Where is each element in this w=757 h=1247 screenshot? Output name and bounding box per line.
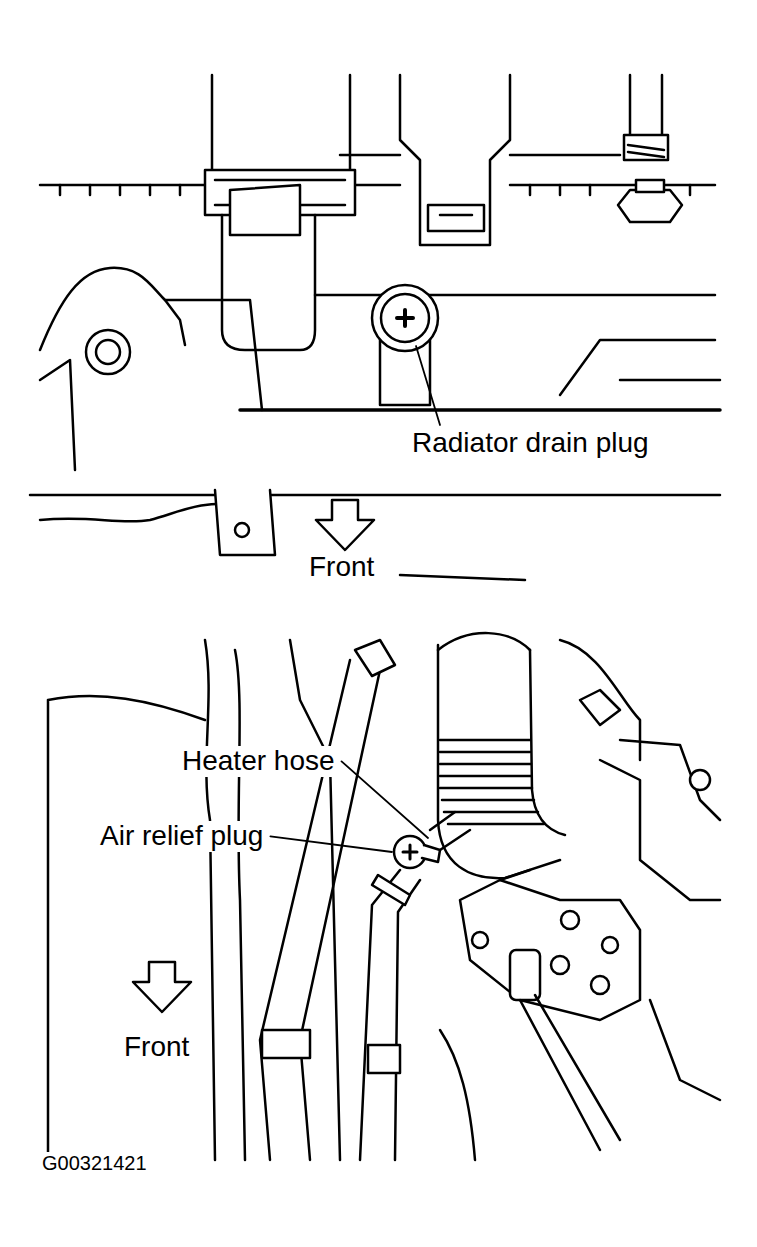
part-label: Radiator drain plug: [410, 428, 651, 459]
direction-label: Front: [307, 552, 376, 583]
top-panel: [30, 75, 720, 580]
part-label: Air relief plug: [98, 821, 265, 852]
direction-label: Front: [122, 1032, 191, 1063]
figure-number: G00321421: [40, 1152, 149, 1174]
part-label: Heater hose: [180, 746, 337, 777]
bottom-panel: [48, 633, 720, 1160]
